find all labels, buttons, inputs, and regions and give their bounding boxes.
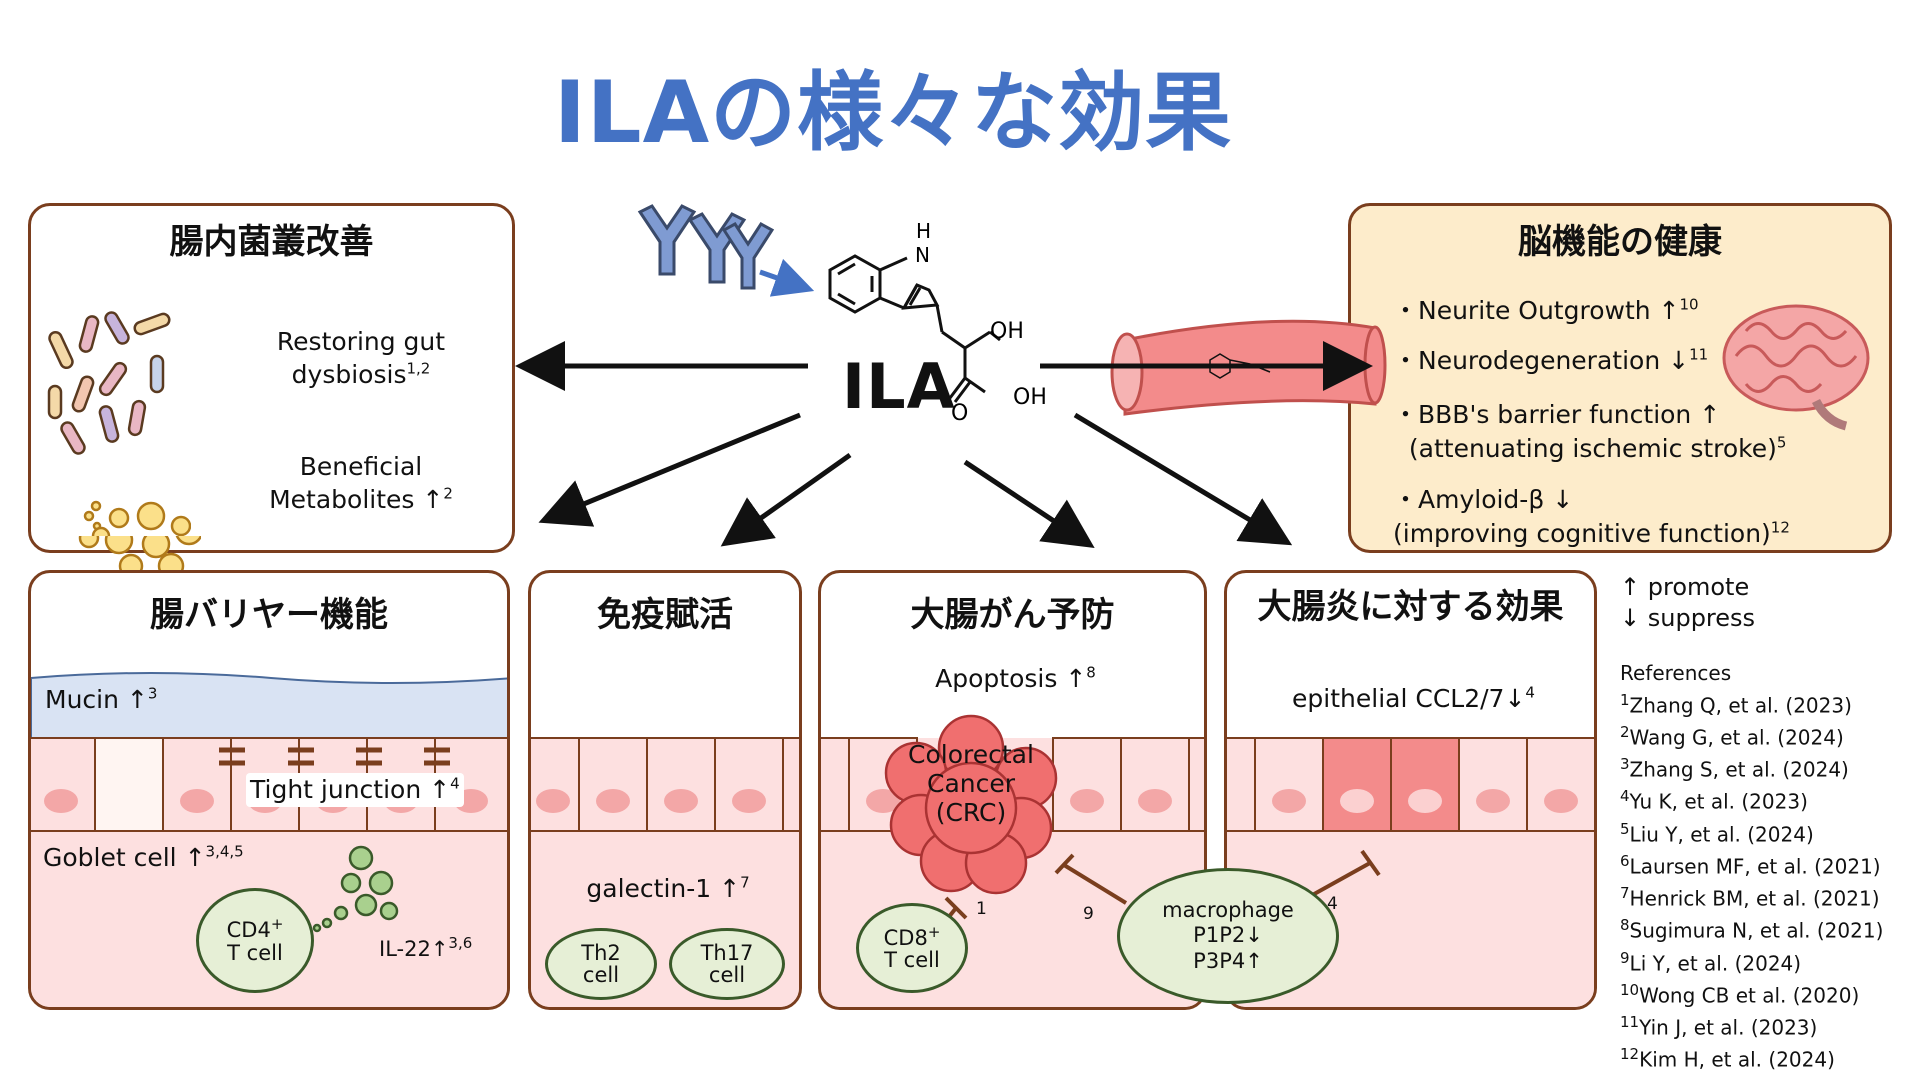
ccl-label: epithelial CCL2/7↓4 (1292, 683, 1535, 713)
ref-item: 6Laursen MF, et al. (2021) (1620, 851, 1881, 879)
brain-item-neurite: ・Neurite Outgrowth ↑10 (1393, 295, 1699, 325)
gut-microbiota-box: 腸内菌叢改善 Restoring gut dysbiosis (28, 203, 515, 580)
arrow-to-immune (720, 452, 852, 547)
brain-item-bbb: ・BBB's barrier function ↑ (attenuating i… (1393, 400, 1787, 463)
il22-label: IL-22↑3,6 (379, 934, 473, 961)
ref-item: 7Henrick BM, et al. (2021) (1620, 884, 1880, 911)
brain-icon (1722, 304, 1870, 431)
molecule-oh1-label: OH (990, 319, 1024, 344)
legend-promote: ↑ promote (1620, 573, 1750, 601)
antibody-icon (637, 204, 775, 290)
molecule-h-label: H (916, 219, 931, 243)
colitis-heading: 大腸炎に対する効果 (1257, 587, 1564, 627)
legend-suppress: ↓ suppress (1620, 604, 1756, 633)
tight-junction-label: Tight junction ↑4 (246, 773, 464, 807)
crc-heading: 大腸がん予防 (910, 595, 1115, 635)
barrier-panel: 腸バリヤー機能 Mucin ↑3 Tight junction ↑4 Goble… (28, 570, 510, 1010)
beneficial-metabolites: Beneficial Metabolites ↑2 (269, 452, 453, 514)
page-title: ILAの様々な効果 (553, 63, 1233, 163)
legend: ↑ promote ↓ suppress (1620, 572, 1755, 634)
references-heading: References (1620, 661, 1732, 685)
cd4-t-cell: CD4+T cell (196, 888, 314, 993)
brain-item-amyloid: ・Amyloid-β ↓(improving cognitive functio… (1393, 485, 1790, 548)
ref-item: 1Zhang Q, et al. (2023) (1620, 690, 1852, 718)
barrier-heading: 腸バリヤー機能 (150, 595, 388, 635)
brain-item-neurodegeneration: ・Neurodegeneration ↓11 (1393, 345, 1709, 375)
ref-item: 5Liu Y, et al. (2024) (1620, 819, 1814, 847)
molecule-n-label: N (915, 243, 930, 267)
ref-item: 4Yu K, et al. (2023) (1620, 787, 1808, 814)
colitis-ref-4: 4 (1327, 894, 1338, 914)
gut-heading: 腸内菌叢改善 (169, 222, 374, 262)
goblet-cell-label: Goblet cell ↑3,4,5 (43, 842, 244, 872)
restoring-gut-dysbiosis: Restoring gut dysbiosis1,2 (276, 327, 446, 389)
ila-molecule (828, 254, 1001, 403)
mucin-label: Mucin ↑3 (45, 684, 158, 714)
ref-item: 12Kim H, et al. (2024) (1620, 1045, 1835, 1072)
cd8-t-cell: CD8+T cell (856, 903, 968, 993)
references: References 1Zhang Q, et al. (2023) 2Wang… (1620, 660, 1883, 1074)
arrow-to-crc (963, 459, 1095, 549)
brain-heading: 脳機能の健康 (1518, 222, 1722, 262)
immune-heading: 免疫賦活 (597, 595, 733, 635)
molecule-oh2-label: OH (1013, 385, 1047, 410)
crc-ref-9: 9 (1083, 904, 1094, 924)
ref-item: 2Wang G, et al. (2024) (1620, 722, 1844, 750)
galectin-label: galectin-1 ↑7 (586, 873, 750, 903)
ref-item: 10Wong CB et al. (2020) (1620, 980, 1860, 1008)
ila-label: ILA (842, 350, 956, 423)
ref-item: 11Yin J, et al. (2023) (1620, 1013, 1818, 1040)
molecule-o-label: O (951, 401, 968, 426)
brain-function-box: 脳機能の健康 ・Neurite Outgrowth ↑10 ・Neurodege… (1348, 203, 1892, 553)
arrow-to-barrier (538, 412, 801, 527)
bacteria-illustration (47, 311, 191, 536)
tumor-icon (884, 714, 1058, 895)
crc-ref-1: 1 (976, 899, 987, 919)
arrow-to-colitis (1073, 412, 1293, 546)
apoptosis-label: Apoptosis ↑8 (935, 663, 1096, 693)
ref-item: 8Sugimura N, et al. (2021) (1620, 916, 1884, 943)
ref-item: 9Li Y, et al. (2024) (1620, 948, 1802, 976)
ref-item: 3Zhang S, et al. (2024) (1620, 755, 1849, 782)
